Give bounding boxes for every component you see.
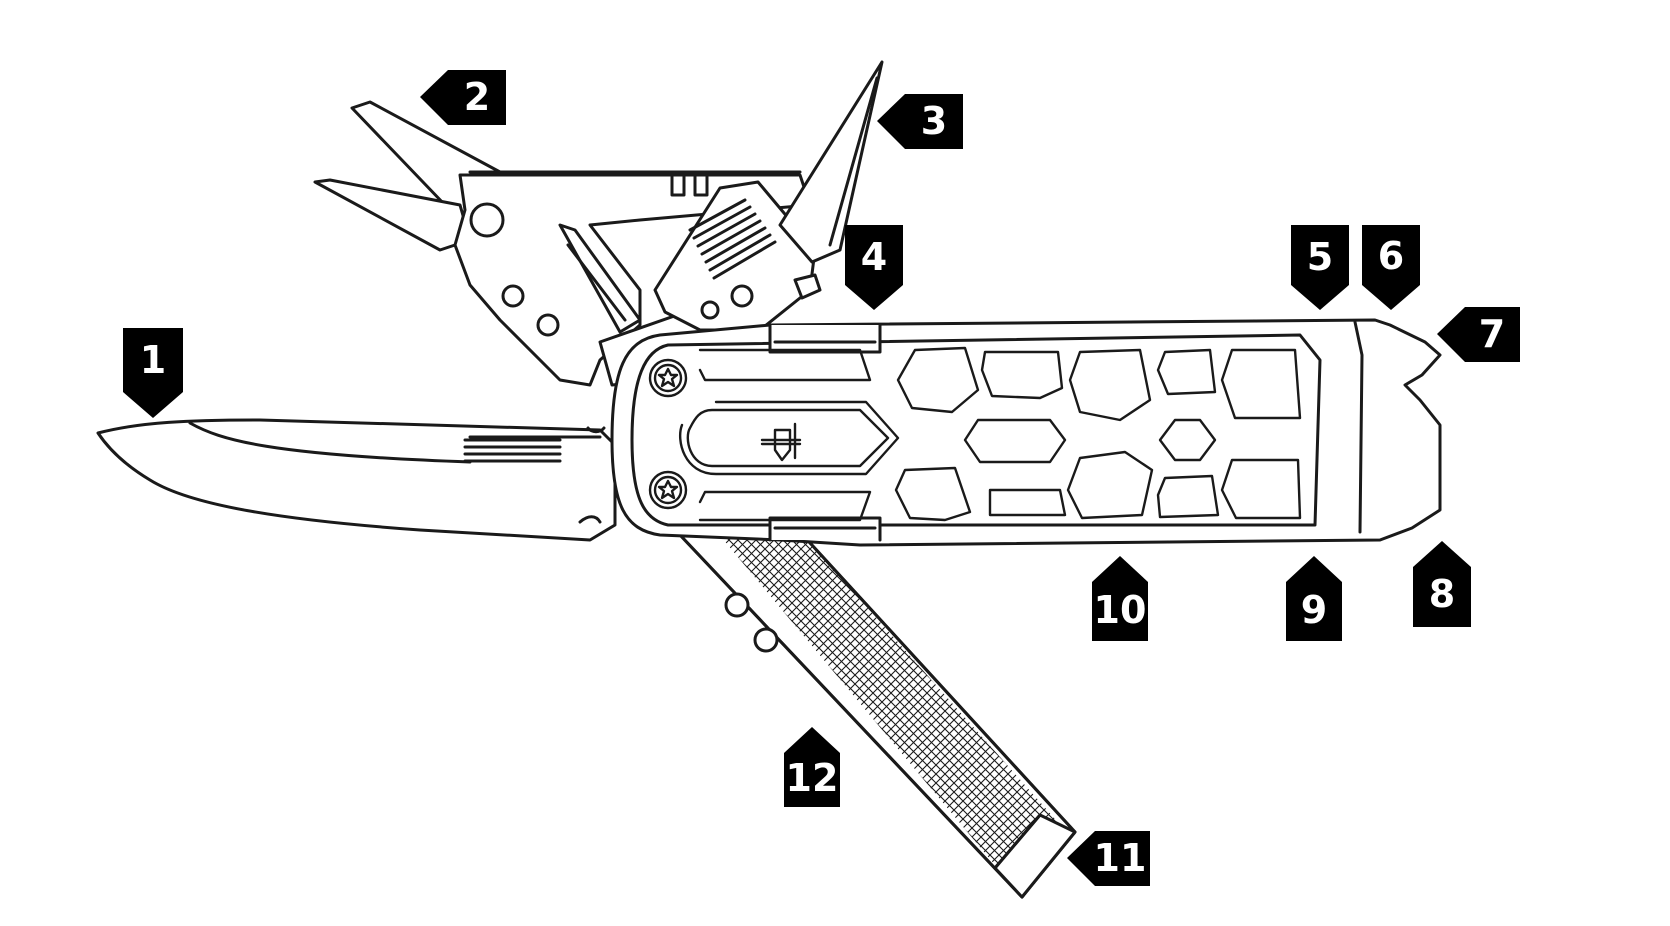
callout-9: 9 [1286,556,1342,641]
callout-10-label: 10 [1094,588,1147,632]
callout-6-label: 6 [1378,234,1404,278]
callout-4-label: 4 [861,235,887,279]
callout-11-label: 11 [1094,836,1147,880]
callout-3-label: 3 [921,99,947,143]
callout-5: 5 [1291,225,1349,310]
callout-1: 1 [123,328,183,418]
callout-2: 2 [420,70,506,125]
callout-9-label: 9 [1301,588,1327,632]
callout-3: 3 [877,94,963,149]
callout-2-label: 2 [464,75,490,119]
callout-6: 6 [1362,225,1420,310]
callout-8: 8 [1413,541,1471,627]
callout-7: 7 [1437,307,1520,362]
callout-8-label: 8 [1429,572,1455,616]
callout-4: 4 [845,225,903,310]
file-tool [600,500,1120,920]
callout-1-label: 1 [140,338,166,382]
callout-10: 10 [1092,556,1148,641]
saw-driver-assembly [655,182,820,330]
callout-5-label: 5 [1307,235,1333,279]
handle-details [650,348,1300,520]
scissors-tool [315,102,810,385]
callout-7-label: 7 [1479,312,1505,356]
callout-11: 11 [1067,831,1150,886]
callout-12: 12 [784,727,840,807]
handle-body [612,320,1440,545]
callout-12-label: 12 [786,756,839,800]
knife-blade-tool [98,420,615,540]
carpet-blade-tool [780,62,882,262]
